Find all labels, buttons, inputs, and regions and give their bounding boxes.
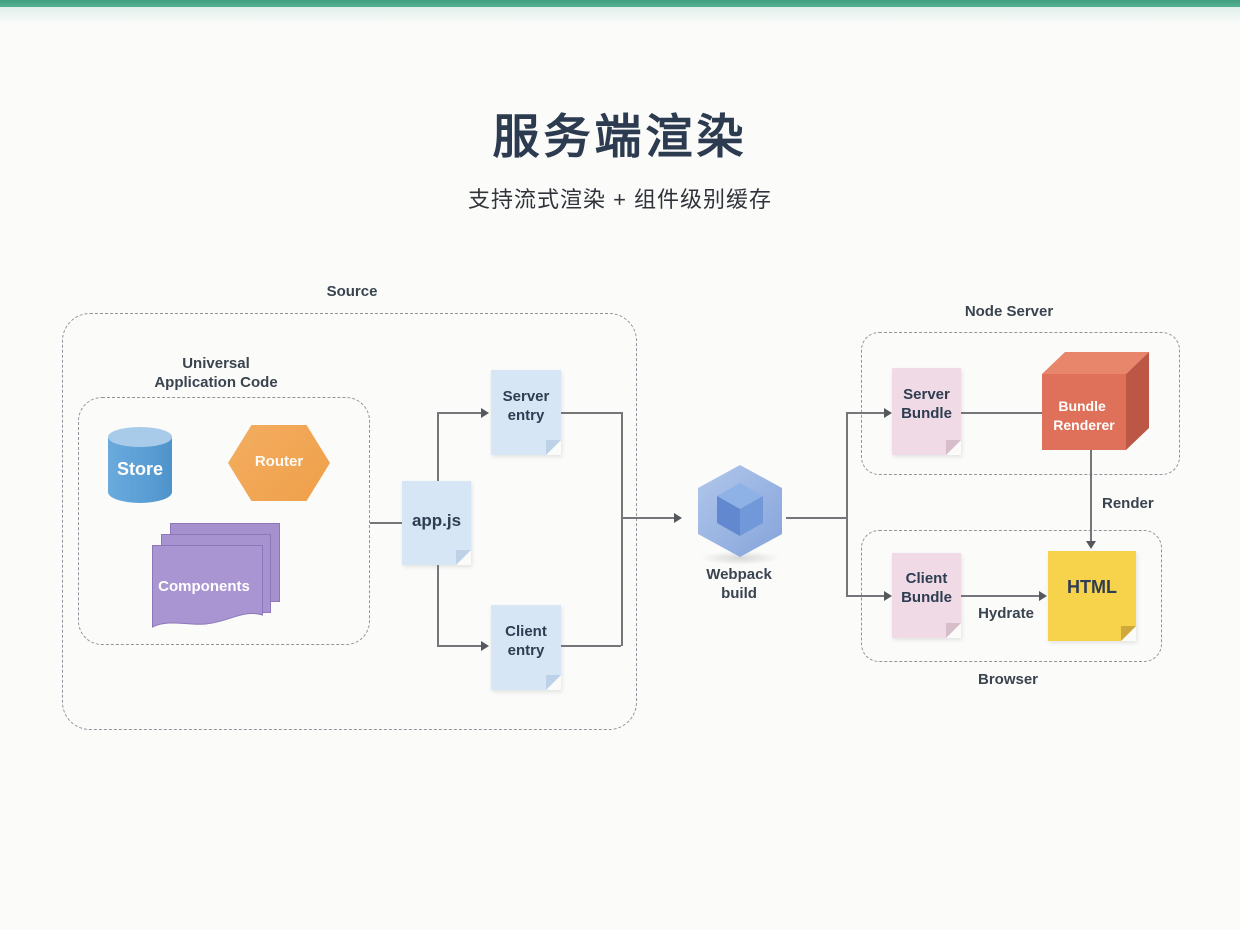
edge-webpack-out: [786, 517, 846, 519]
bundle-renderer-cube-top: [1042, 352, 1149, 374]
arrowhead-client-entry: [481, 641, 489, 651]
edge-uac-to-appjs: [370, 522, 402, 524]
edge-client-entry-out: [561, 645, 621, 647]
edge-to-server-bundle: [846, 412, 884, 414]
edge-to-client-entry: [437, 645, 483, 647]
server-bundle-node: Server Bundle: [892, 368, 961, 455]
appjs-node: app.js: [402, 481, 471, 565]
node-server-label: Node Server: [964, 303, 1054, 320]
arrowhead-server-bundle: [884, 408, 892, 418]
webpack-build-label: Webpack build: [706, 566, 772, 602]
server-entry-label: Server entry: [502, 388, 550, 424]
edge-hydrate: [961, 595, 1040, 597]
client-entry-label: Client entry: [505, 623, 547, 659]
webpack-cube-shadow: [700, 551, 780, 565]
server-entry-node: Server entry: [491, 370, 561, 455]
source-container-label: Source: [326, 283, 378, 300]
arrowhead-client-bundle: [884, 591, 892, 601]
webpack-build-icon: [698, 465, 782, 557]
edge-appjs-up: [437, 412, 439, 481]
edge-render: [1090, 450, 1092, 542]
edge-server-bundle-to-renderer: [961, 412, 1042, 414]
universal-application-code-label: Universal Application Code: [154, 355, 278, 391]
edge-merge-vertical: [621, 412, 623, 646]
top-accent-bar: [0, 0, 1240, 7]
store-node: Store: [108, 427, 172, 503]
store-cylinder-top: [108, 427, 172, 447]
webpack-inner-cube-right: [740, 496, 763, 536]
client-bundle-label: Client Bundle: [901, 570, 952, 606]
router-label: Router: [254, 453, 304, 470]
bundle-renderer-label: Bundle Renderer: [1053, 398, 1115, 433]
render-edge-label: Render: [1102, 495, 1154, 512]
server-bundle-label: Server Bundle: [901, 386, 952, 422]
edge-split-vertical: [846, 412, 848, 596]
client-bundle-node: Client Bundle: [892, 553, 961, 638]
components-node: Components: [152, 523, 280, 628]
arrowhead-hydrate-html: [1039, 591, 1047, 601]
client-entry-node: Client entry: [491, 605, 561, 690]
arrowhead-render-html: [1086, 541, 1096, 549]
edge-to-server-entry: [437, 412, 483, 414]
page-title: 服务端渲染: [492, 110, 748, 163]
edge-server-entry-out: [561, 412, 621, 414]
edge-to-client-bundle: [846, 595, 884, 597]
webpack-inner-cube-left: [717, 496, 740, 536]
universal-application-code-container: [78, 397, 370, 645]
bundle-renderer-cube-right: [1126, 352, 1149, 450]
components-label: Components: [158, 578, 250, 595]
store-label: Store: [116, 459, 163, 479]
arrowhead-server-entry: [481, 408, 489, 418]
router-node: Router: [228, 425, 330, 501]
browser-label: Browser: [977, 671, 1039, 688]
bundle-renderer-cube-front: [1042, 374, 1126, 450]
html-label: HTML: [1067, 577, 1117, 597]
html-node: HTML: [1048, 551, 1136, 641]
page-subtitle: 支持流式渲染 + 组件级别缓存: [467, 187, 773, 212]
bundle-renderer-node: Bundle Renderer: [1042, 352, 1149, 450]
appjs-label: app.js: [411, 511, 462, 530]
components-sheet-front: [152, 545, 263, 628]
edge-appjs-down: [437, 565, 439, 646]
hydrate-edge-label: Hydrate: [978, 605, 1034, 622]
store-cylinder-body: [108, 437, 172, 503]
node-server-container: [861, 332, 1180, 475]
arrowhead-webpack: [674, 513, 682, 523]
edge-to-webpack: [621, 517, 674, 519]
top-accent-fade: [0, 7, 1240, 24]
source-container: [62, 313, 637, 730]
